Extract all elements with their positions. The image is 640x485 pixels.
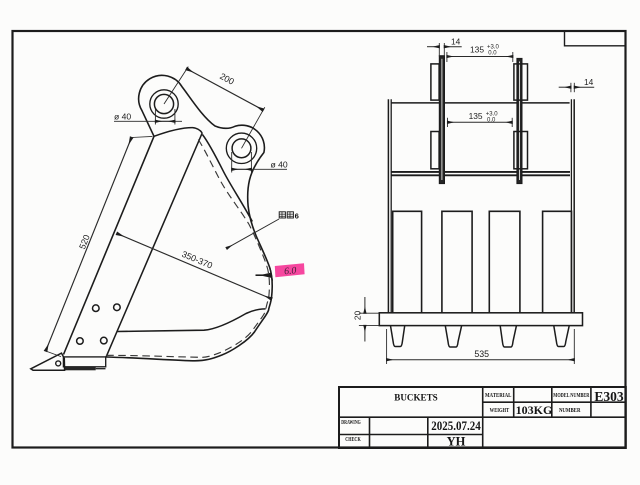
svg-text:14: 14 — [584, 77, 594, 87]
svg-text:+3.0: +3.0 — [487, 45, 500, 51]
svg-text:CHECK: CHECK — [345, 437, 361, 443]
svg-text:WEIGHT: WEIGHT — [490, 408, 510, 414]
svg-text:+3.0: +3.0 — [486, 111, 499, 117]
svg-text:20: 20 — [352, 311, 362, 321]
svg-text:6: 6 — [295, 211, 299, 220]
svg-text:ø 40: ø 40 — [114, 111, 131, 121]
svg-text:0.0: 0.0 — [488, 51, 497, 57]
svg-text:0.0: 0.0 — [487, 117, 496, 123]
svg-text:14: 14 — [451, 36, 461, 46]
svg-text:535: 535 — [474, 349, 489, 359]
svg-text:6.0: 6.0 — [284, 265, 297, 277]
svg-text:MODEL NUMBER: MODEL NUMBER — [553, 393, 589, 399]
svg-text:135: 135 — [470, 44, 484, 54]
svg-text:135: 135 — [469, 111, 483, 121]
svg-text:YH: YH — [447, 434, 466, 448]
svg-text:2025.07.24: 2025.07.24 — [431, 419, 481, 433]
svg-text:BUCKETS: BUCKETS — [394, 393, 438, 404]
svg-text:NUMBER: NUMBER — [559, 408, 581, 414]
svg-text:103KG: 103KG — [516, 403, 553, 417]
svg-text:MATERIAL: MATERIAL — [485, 393, 512, 399]
svg-text:E303: E303 — [594, 389, 624, 404]
svg-text:DRAWING: DRAWING — [341, 420, 361, 426]
svg-text:ø 40: ø 40 — [271, 159, 288, 169]
